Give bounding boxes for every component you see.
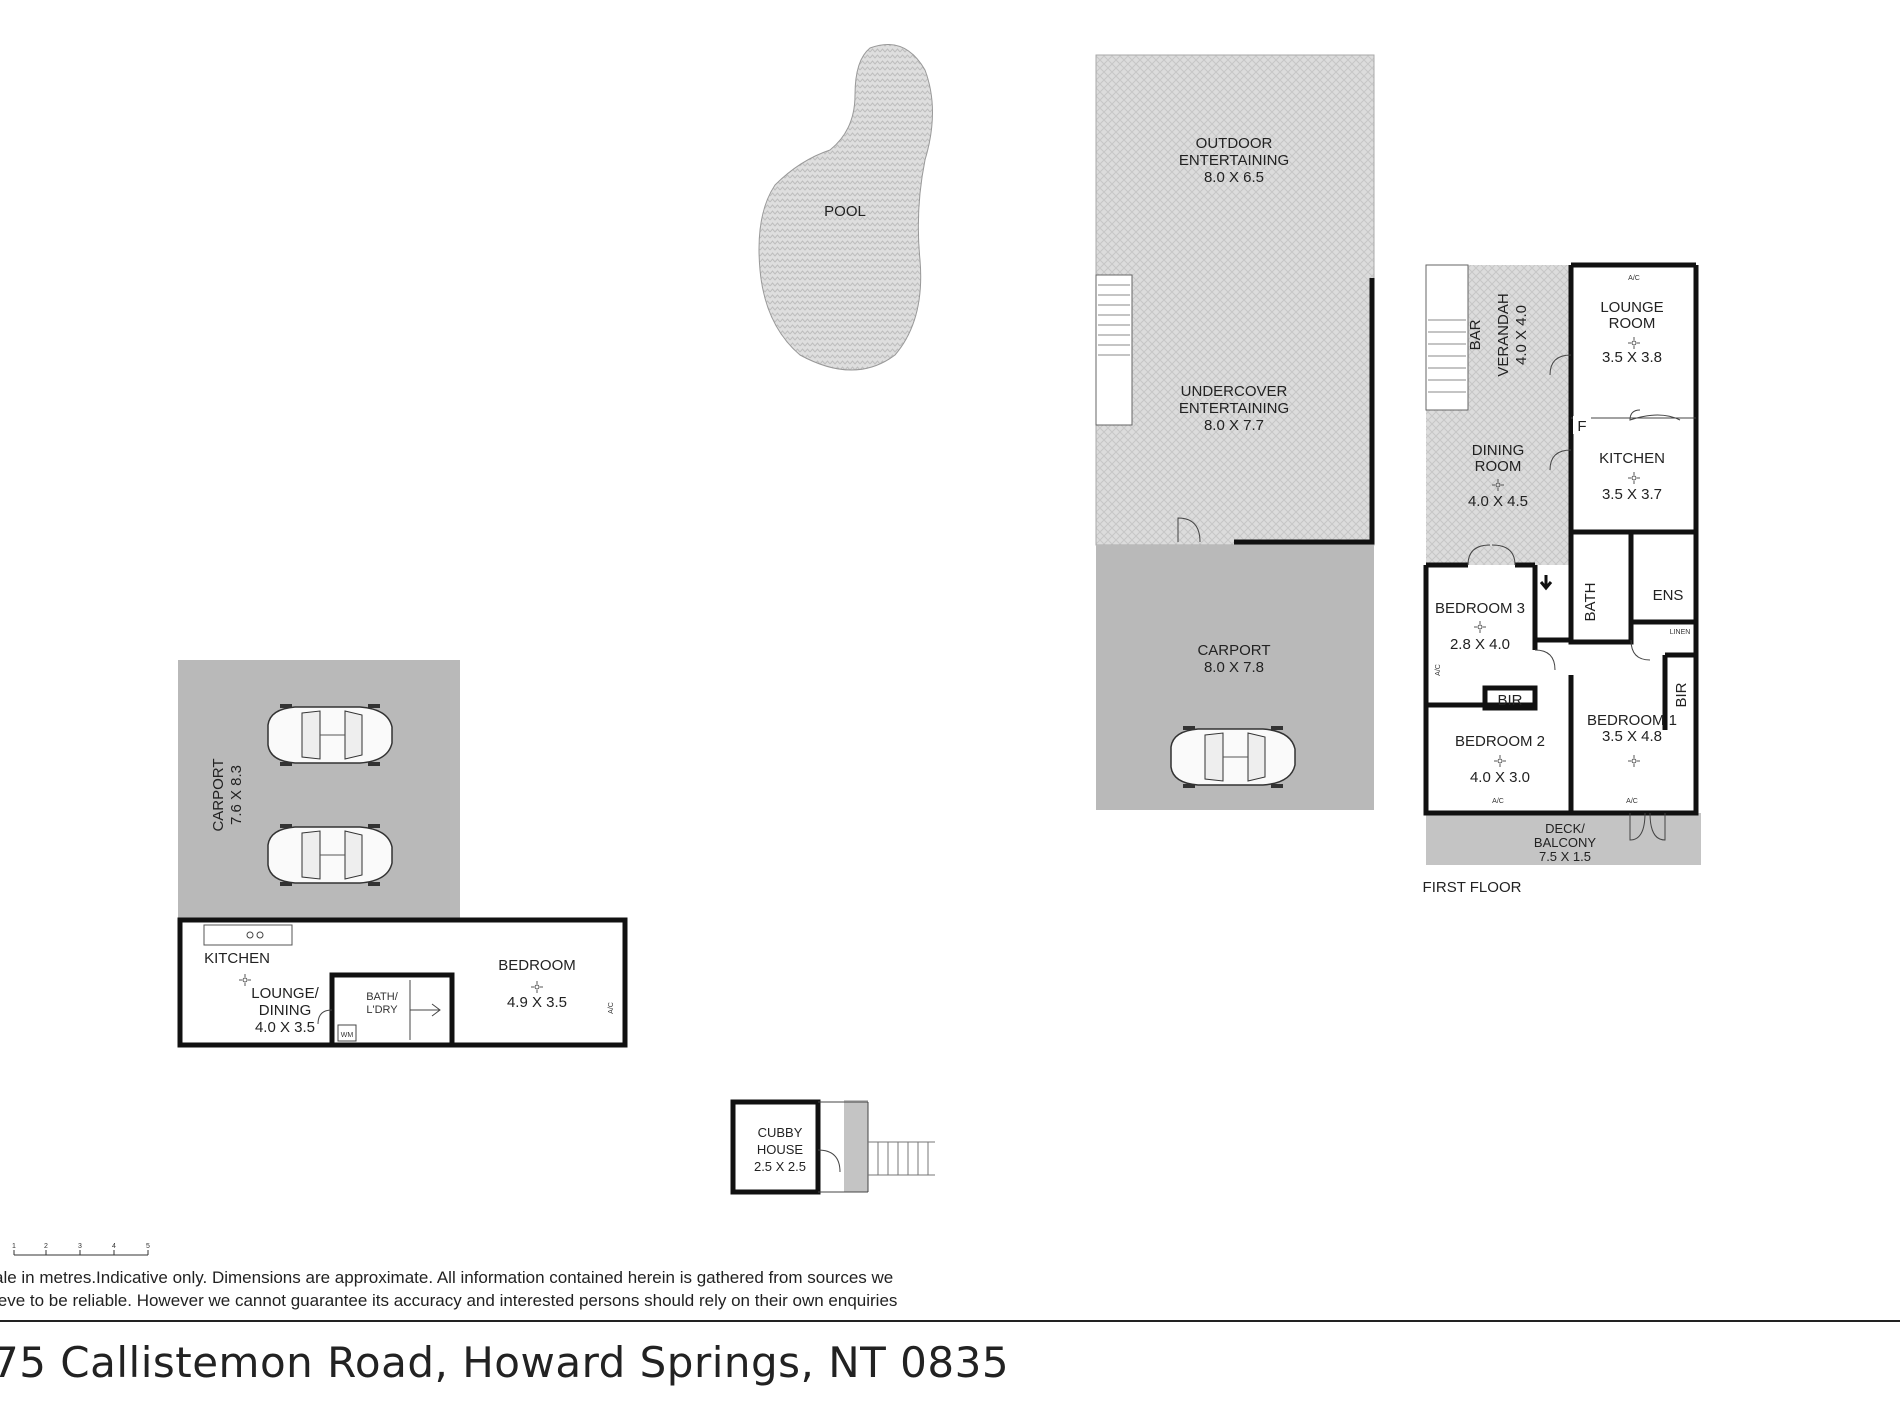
bedroom-3-dims: 2.8 X 4.0 [1450,636,1510,653]
deck-name-1: DECK/ [1545,821,1585,836]
cubby-house: CUBBY HOUSE 2.5 X 2.5 [730,1099,935,1195]
ensuite-label: ENS [1653,587,1684,604]
cubby-dims: 2.5 X 2.5 [754,1159,806,1174]
disclaimer-line-2: ieve to be reliable. However we cannot g… [0,1291,898,1310]
dining-room-dims: 4.0 X 4.5 [1468,493,1528,510]
undercover-entertaining-dims: 8.0 X 7.7 [1204,417,1264,434]
disclaimer-line-1: ale in metres.Indicative only. Dimension… [0,1268,894,1287]
granny-kitchen-label: KITCHEN [204,950,270,967]
carport-side: CARPORT 7.6 X 8.3 [178,660,460,918]
granny-lounge-dims: 4.0 X 3.5 [255,1019,315,1036]
entertaining-area: OUTDOOR ENTERTAINING 8.0 X 6.5 UNDERCOVE… [1095,54,1375,546]
car-icon [1170,725,1296,789]
ceiling-fan-icon [1493,754,1507,768]
lounge-room-dims: 3.5 X 3.8 [1602,349,1662,366]
bir-1-label: BIR [1497,692,1522,709]
carport-main-name: CARPORT [1197,642,1270,659]
scale-tick: 5 [146,1243,150,1250]
fridge-label: F [1577,418,1586,435]
granny-bedroom-dims: 4.9 X 3.5 [507,994,567,1011]
scale-tick: 1 [12,1243,16,1250]
linen-label: LINEN [1670,629,1691,636]
bedroom-3-name: BEDROOM 3 [1435,600,1525,617]
granny-bedroom-name: BEDROOM [498,957,576,974]
ceiling-fan-icon [530,980,544,994]
cubby-name-2: HOUSE [757,1142,804,1157]
ac-label: A/C [1492,798,1504,805]
granny-bath-name-2: L'DRY [366,1004,398,1016]
scale-tick: 3 [78,1243,82,1250]
ceiling-fan-icon [238,973,252,987]
outdoor-entertaining-name-2: ENTERTAINING [1179,152,1289,169]
lounge-room-name-2: ROOM [1609,315,1656,332]
wm-label: WM [341,1032,354,1039]
first-floor: BAR VERANDAH 4.0 X 4.0 LOUNGE ROOM 3.5 X… [1423,262,1701,896]
carport-main: CARPORT 8.0 X 7.8 [1096,545,1374,810]
ac-label: A/C [608,1002,615,1014]
deck-name-2: BALCONY [1534,835,1596,850]
deck-dims: 7.5 X 1.5 [1539,849,1591,864]
scale-tick: 2 [44,1243,48,1250]
floor-label: FIRST FLOOR [1423,879,1522,896]
cubby-name-1: CUBBY [758,1125,803,1140]
verandah-dims: 4.0 X 4.0 [1513,305,1530,365]
ac-label: A/C [1628,275,1640,282]
granny-bath-name-1: BATH/ [366,991,399,1003]
undercover-entertaining-name-2: ENTERTAINING [1179,400,1289,417]
ac-label: A/C [1626,798,1638,805]
granny-flat: KITCHEN LOUNGE/ DINING 4.0 X 3.5 BATH/ L… [177,917,628,1048]
bedroom-2-dims: 4.0 X 3.0 [1470,769,1530,786]
car-icon [267,703,393,767]
verandah-name: VERANDAH [1495,293,1512,376]
undercover-entertaining-name-1: UNDERCOVER [1181,383,1288,400]
bar-label: BAR [1467,319,1484,350]
carport-side-name: CARPORT [210,758,227,831]
pool-label: POOL [824,203,866,220]
carport-side-dims: 7.6 X 8.3 [228,765,245,825]
bath-label: BATH [1582,583,1599,622]
carport-main-dims: 8.0 X 7.8 [1204,659,1264,676]
lounge-room-name-1: LOUNGE [1600,299,1663,316]
divider [0,1320,1900,1322]
granny-lounge-name-1: LOUNGE/ [251,985,319,1002]
pool: POOL [758,44,933,371]
granny-lounge-name-2: DINING [259,1002,312,1019]
ceiling-fan-icon [1627,754,1641,768]
bedroom-1-name: BEDROOM 1 [1587,712,1677,729]
ceiling-fan-icon [1627,336,1641,350]
ceiling-fan-icon [1473,620,1487,634]
dining-room-name-1: DINING [1472,442,1525,459]
outdoor-entertaining-dims: 8.0 X 6.5 [1204,169,1264,186]
property-address: 75 Callistemon Road, Howard Springs, NT … [0,1338,1010,1387]
outdoor-entertaining-name-1: OUTDOOR [1196,135,1273,152]
bir-2-label: BIR [1673,682,1690,707]
kitchen-main-name: KITCHEN [1599,450,1665,467]
kitchen-main-dims: 3.5 X 3.7 [1602,486,1662,503]
entry-arrow-icon [1539,575,1553,591]
bedroom-1-dims: 3.5 X 4.8 [1602,728,1662,745]
ceiling-fan-icon [1627,471,1641,485]
car-icon [267,823,393,887]
scale-bar: 1 2 3 4 5 [12,1243,150,1256]
bedroom-2-name: BEDROOM 2 [1455,733,1545,750]
scale-tick: 4 [112,1243,116,1250]
ac-label: A/C [1435,664,1442,676]
dining-room-name-2: ROOM [1475,458,1522,475]
